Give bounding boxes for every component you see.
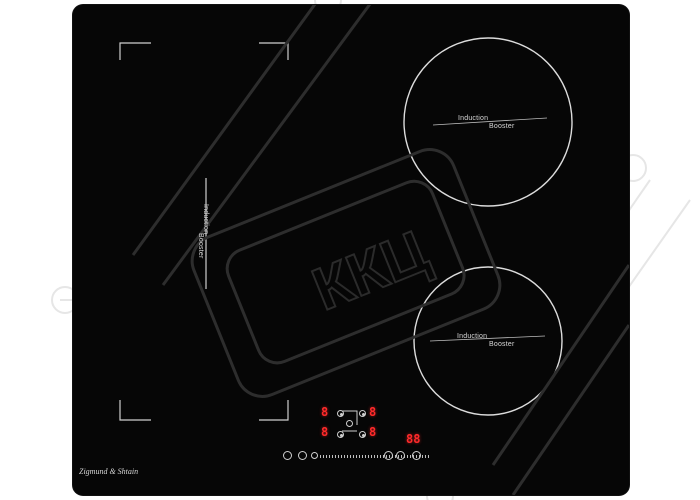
zone-1-select-button[interactable] (337, 410, 344, 417)
zone-3-select-button[interactable] (337, 431, 344, 438)
timer-button[interactable] (396, 451, 405, 460)
bottom-right-zone-ring (413, 266, 563, 416)
power-level-slider[interactable] (320, 455, 430, 458)
brand-logo: Zigmund & Shtain (79, 467, 139, 476)
bottom-right-zone-label-booster: Booster (489, 341, 515, 348)
flex-zone-corner-bl (119, 400, 151, 421)
minus-button[interactable] (311, 452, 318, 459)
zone-4-select-button[interactable] (359, 431, 366, 438)
zone-1-display: 8 (321, 405, 329, 419)
power-button[interactable] (283, 451, 292, 460)
flex-zone-label-induction: Induction (202, 204, 209, 235)
plus-button[interactable] (384, 451, 393, 460)
pause-button[interactable] (412, 451, 421, 460)
top-right-zone-ring (403, 37, 573, 207)
cooktop-surface: ККЦ Induction Booster Induction Booster … (73, 5, 629, 495)
top-right-zone-label-induction: Induction (458, 115, 489, 122)
zone-4-display: 8 (369, 425, 377, 439)
lock-button[interactable] (298, 451, 307, 460)
zone-3-display: 8 (321, 425, 329, 439)
top-right-zone-label-booster: Booster (489, 123, 515, 130)
zone-2-display: 8 (369, 405, 377, 419)
zone-2-select-button[interactable] (359, 410, 366, 417)
flex-zone-label-booster: Booster (197, 233, 204, 259)
bottom-right-zone-label-induction: Induction (457, 333, 488, 340)
cooktop-markings: ККЦ (119, 5, 629, 495)
flex-bridge-button[interactable] (346, 420, 353, 427)
timer-display: 88 (406, 432, 421, 446)
flex-zone-corner-tl (119, 42, 151, 60)
flex-zone-corner-br (259, 400, 289, 421)
